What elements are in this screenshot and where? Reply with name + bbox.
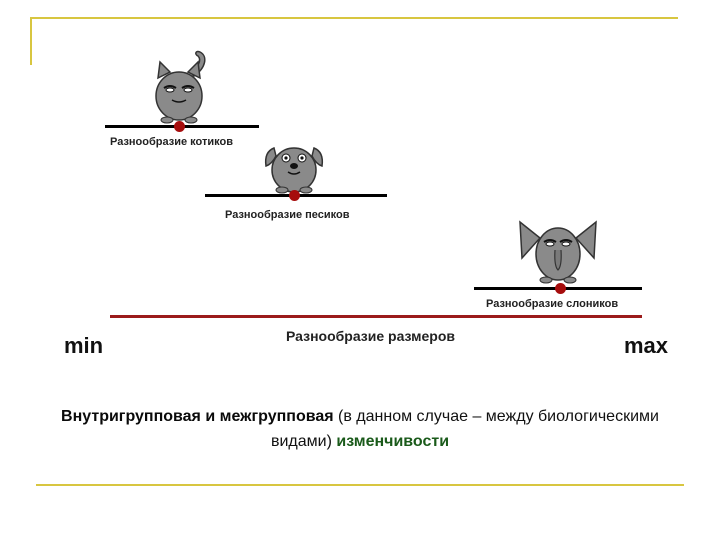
cat-scale-label: Разнообразие котиков <box>110 136 233 148</box>
frame-top-line <box>30 17 678 19</box>
caption-part-2: (в данном случае – между биологическими … <box>270 408 659 450</box>
cat-icon <box>155 50 206 124</box>
caption-part-3: изменчивости <box>336 433 450 450</box>
dog-scale-marker <box>289 190 300 201</box>
diagram-panel <box>36 24 701 400</box>
caption: Внутригрупповая и межгрупповая (в данном… <box>40 404 680 454</box>
frame-left-line <box>30 17 32 65</box>
elephant-scale-label: Разнообразие слоников <box>486 298 619 310</box>
elephant-icon <box>519 220 597 284</box>
size-axis-line <box>110 315 642 318</box>
axis-max-label: max <box>624 333 669 358</box>
caption-part-1: Внутригрупповая и межгрупповая <box>61 408 334 425</box>
cat-scale-marker <box>174 121 185 132</box>
elephant-scale-marker <box>555 283 566 294</box>
axis-min-label: min <box>64 333 104 358</box>
frame-bottom-line <box>36 484 684 486</box>
size-axis-label: Разнообразие размеров <box>286 328 455 344</box>
dog-icon <box>264 146 324 194</box>
dog-scale-label: Разнообразие песиков <box>225 209 350 221</box>
